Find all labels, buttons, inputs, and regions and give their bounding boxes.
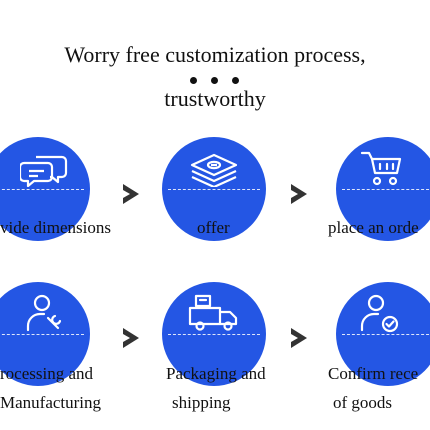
money-stack-icon — [190, 153, 238, 187]
step-label-packaging-line1: Packaging and — [166, 364, 266, 383]
step-circle-confirm — [336, 282, 430, 386]
step-circle-offer — [162, 137, 266, 241]
worker-wrench-icon — [26, 294, 62, 332]
step-label-provide-dimensions: vide dimensions — [0, 218, 111, 237]
chevron-right-icon — [291, 328, 307, 348]
chevron-right-icon — [123, 184, 139, 204]
step-circle-processing — [0, 282, 90, 386]
title-line-2: trustworthy — [164, 86, 266, 111]
step-label-confirm-line2: of goods — [333, 393, 393, 412]
step-label-place-order: place an orde — [328, 218, 419, 237]
chevron-right-icon — [123, 328, 139, 348]
title-line-1: Worry free customization process, — [64, 42, 366, 67]
step-label-confirm-line1: Confirm rece — [328, 364, 419, 383]
user-check-icon — [360, 294, 399, 333]
chat-bubbles-icon — [20, 155, 68, 187]
step-circle-place-order — [336, 137, 430, 241]
step-label-processing-line2: Manufacturing — [0, 393, 102, 412]
decorative-dots — [184, 75, 246, 87]
step-circle-provide-dimensions — [0, 137, 90, 241]
step-label-packaging-line2: shipping — [172, 393, 231, 412]
step-circle-packaging — [162, 282, 266, 386]
chevron-right-icon — [291, 184, 307, 204]
delivery-truck-icon — [188, 294, 238, 331]
step-label-offer: offer — [197, 218, 230, 237]
step-label-processing-line1: rocessing and — [0, 364, 94, 383]
shopping-cart-icon — [360, 151, 402, 186]
